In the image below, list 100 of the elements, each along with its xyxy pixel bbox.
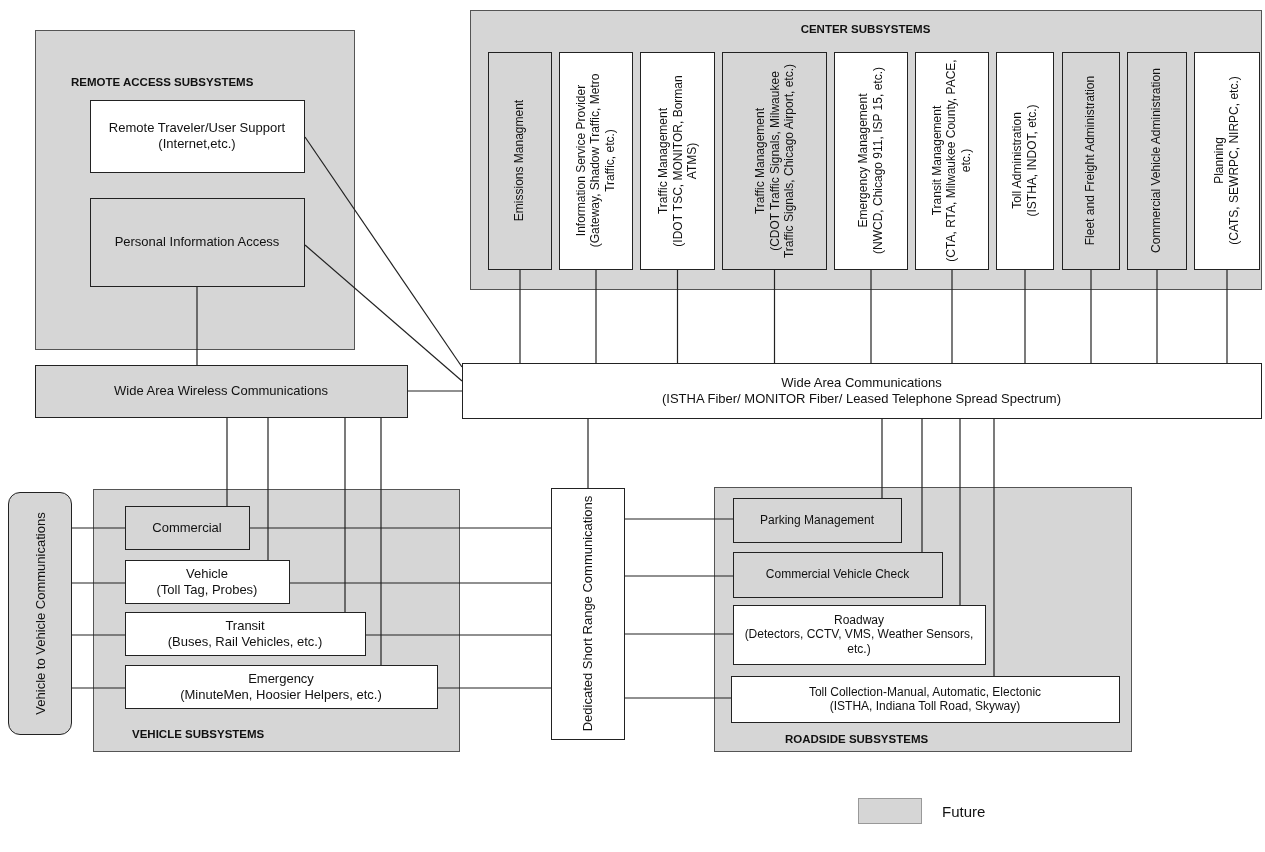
box-label: Roadway [834, 612, 884, 628]
subsystem-box [90, 198, 305, 287]
connector-line [587, 418, 589, 489]
subsystem-box [915, 52, 989, 270]
connector-line [624, 518, 734, 520]
connector-line [519, 269, 521, 364]
subsystem-group-panel [35, 30, 355, 350]
connector-line [624, 575, 734, 577]
box-label: Dedicated Short Range Communications [579, 495, 596, 732]
group-heading: CENTER SUBSYSTEMS [799, 23, 932, 35]
box-label: Commercial [152, 519, 222, 536]
box-label: Emergency [248, 670, 314, 687]
connector-line [71, 687, 126, 689]
subsystem-box [35, 365, 408, 418]
subsystem-box [834, 52, 908, 270]
subsystem-box [1127, 52, 1187, 270]
box-label: Commercial Vehicle Check [765, 567, 910, 582]
subsystem-box [640, 52, 715, 270]
box-label: Parking Management [759, 512, 875, 528]
connector-line [870, 269, 872, 364]
box-label: (ISTHA, Indiana Toll Road, Skyway) [829, 699, 1021, 714]
connector-line [624, 633, 734, 635]
connector-line [951, 269, 953, 364]
connector-line [365, 634, 552, 636]
subsystem-group-panel [714, 487, 1132, 752]
subsystem-box [1194, 52, 1260, 270]
connector-line [289, 582, 552, 584]
box-label: (ISTHA, INDOT, etc.) [1024, 104, 1039, 217]
connector-line [71, 634, 126, 636]
group-heading: REMOTE ACCESS SUBSYSTEMS [71, 76, 254, 88]
subsystem-box [462, 363, 1262, 419]
group-heading: VEHICLE SUBSYSTEMS [132, 728, 265, 740]
box-label: Toll Administration [1010, 112, 1025, 209]
subsystem-box [559, 52, 633, 270]
connector-line [1156, 269, 1158, 364]
box-label: (Gateway, Shadow Traffic, Metro Traffic, etc.) [588, 72, 618, 250]
box-label: Planning [1212, 137, 1227, 184]
connector-line [437, 687, 552, 689]
box-label: (MinuteMen, Hoosier Helpers, etc.) [180, 686, 382, 703]
subsystem-box [733, 552, 943, 598]
connector-line [1226, 269, 1228, 364]
box-label: Transit Management [929, 105, 945, 216]
connector-line [380, 417, 382, 666]
connector-line [249, 527, 552, 529]
box-label: Vehicle to Vehicle Communications [31, 511, 48, 715]
connector-line [304, 244, 463, 382]
subsystem-box [722, 52, 827, 270]
subsystem-group-panel [93, 489, 460, 752]
box-label: Emergency Management [856, 93, 871, 228]
subsystem-box [996, 52, 1054, 270]
connector-line [267, 417, 269, 561]
box-label: Vehicle [186, 565, 228, 582]
box-label: (ISTHA Fiber/ MONITOR Fiber/ Leased Telephone Spread Spectrum) [661, 390, 1062, 407]
subsystem-box [1062, 52, 1120, 270]
connector-line [1090, 269, 1092, 364]
box-label: Transit [225, 617, 265, 634]
connector-line [773, 269, 776, 364]
subsystem-box [551, 488, 625, 740]
connector-line [71, 527, 126, 529]
connector-line [624, 697, 732, 699]
box-label: (IDOT TSC, MONITOR, Borman ATMS) [669, 73, 699, 249]
subsystem-box [733, 605, 986, 665]
box-label: (NWCD, Chicago 911, ISP 15, etc.) [870, 67, 885, 254]
box-label: (Toll Tag, Probes) [156, 581, 258, 598]
connector-line [959, 418, 961, 606]
group-heading: ROADSIDE SUBSYSTEMS [785, 733, 929, 745]
box-label: Fleet and Freight Administration [1083, 75, 1098, 246]
connector-line [595, 269, 597, 364]
connector-line [344, 417, 346, 613]
box-label: Remote Traveler/User Support [108, 120, 286, 136]
box-label: Traffic Management [655, 107, 670, 214]
box-label: Wide Area Wireless Communications [114, 383, 328, 399]
subsystem-box [125, 560, 290, 604]
connector-line [304, 136, 463, 368]
subsystem-box [125, 506, 250, 550]
connector-line [1024, 269, 1026, 364]
box-label: Emissions Managment [512, 99, 527, 222]
rounded-subsystem-box [8, 492, 72, 735]
box-label: Personal Information Access [114, 234, 280, 250]
subsystem-box [125, 665, 438, 709]
box-label: (CDOT Traffic Signals, Milwaukee Traffic Signals, Chicago Airport, etc.) [766, 62, 796, 260]
subsystem-group-panel [470, 10, 1262, 290]
connector-line [676, 269, 679, 364]
box-label: Wide Area Communications [781, 374, 942, 391]
box-label: Toll Collection-Manual, Automatic, Electonic [808, 684, 1042, 699]
subsystem-box [488, 52, 552, 270]
subsystem-box [731, 676, 1120, 723]
legend-label: Future [942, 802, 986, 820]
connector-line [226, 417, 228, 507]
box-label: Traffic Management [752, 107, 767, 214]
box-label: (CATS, SEWRPC, NIRPC, etc.) [1226, 76, 1241, 245]
box-label: Commercial Vehicle Administration [1149, 68, 1164, 253]
subsystem-box [90, 100, 305, 173]
box-label: (Internet,etc.) [158, 136, 236, 152]
connector-line [407, 390, 463, 392]
box-label: Information Service Provider [573, 84, 589, 237]
connector-line [196, 286, 198, 366]
box-label: (Detectors, CCTV, VMS, Weather Sensors, etc.) [743, 627, 975, 657]
subsystem-box [733, 498, 902, 543]
connector-line [993, 418, 995, 677]
